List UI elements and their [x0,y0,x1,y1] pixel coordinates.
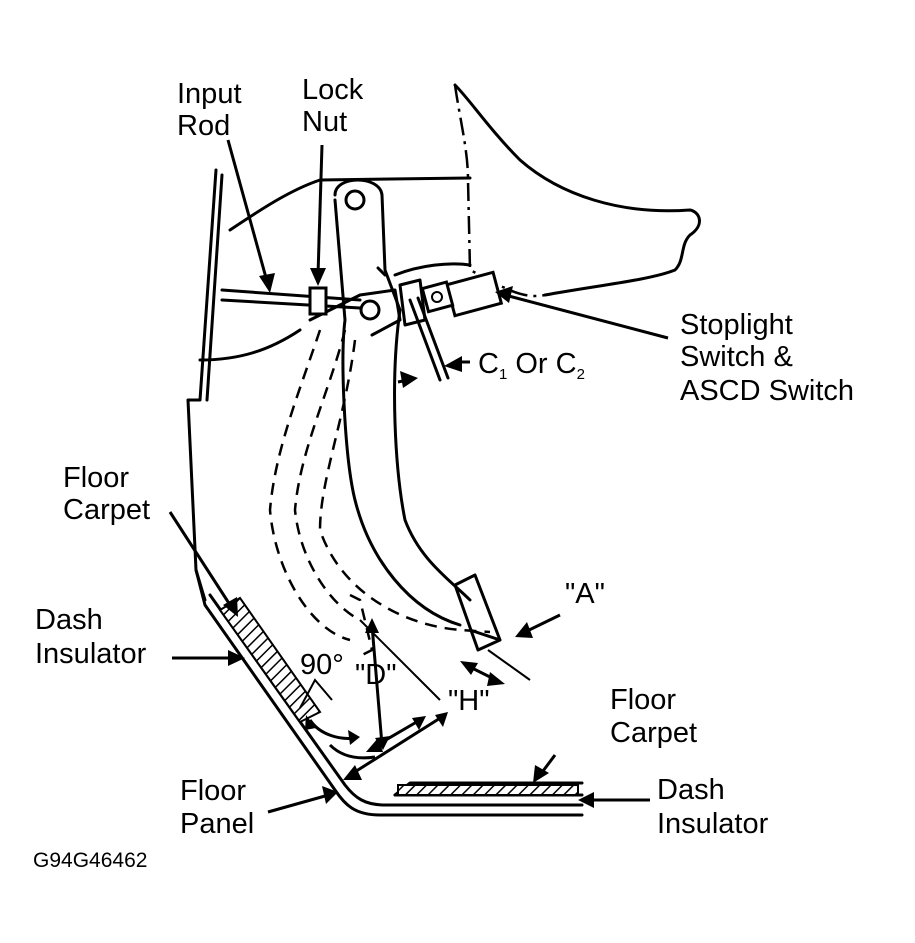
svg-text:Floor: Floor [610,684,676,716]
label-dash-insulator-right: Dash Insulator [657,774,769,840]
label-floor-carpet-upper: Floor Carpet [63,462,150,526]
svg-text:Carpet: Carpet [610,717,697,749]
label-dim-a: "A" [565,578,605,610]
pedal-alternate-position [268,329,491,657]
floor-panel [194,568,584,817]
svg-text:Lock: Lock [302,74,364,106]
stoplight-switch [376,262,504,382]
label-input-rod: Input Rod [177,78,242,142]
label-stoplight-switch: Stoplight Switch & ASCD Switch [680,309,854,407]
leader-arrows [168,139,669,814]
figure-code: G94G46462 [33,849,147,872]
svg-text:Rod: Rod [177,110,230,142]
svg-text:Switch &: Switch & [680,341,793,373]
label-dim-d: "D" [355,659,397,691]
svg-text:Insulator: Insulator [35,638,147,670]
svg-text:Floor: Floor [180,775,246,807]
svg-text:Input: Input [177,78,242,110]
svg-text:Dash: Dash [35,604,103,636]
label-angle: 90° [300,649,344,681]
label-floor-panel: Floor Panel [180,775,254,840]
label-dim-h: "H" [448,685,490,717]
label-lock-nut: Lock Nut [302,74,364,138]
svg-text:Nut: Nut [302,106,347,138]
brake-pedal [308,178,502,652]
dash-outline [186,83,701,602]
dimension-lines [299,618,531,780]
svg-text:Panel: Panel [180,808,254,840]
input-rod [220,286,362,316]
svg-text:Dash: Dash [657,774,725,806]
label-clearance: C1 Or C2 [478,348,585,383]
label-dash-insulator-left: Dash Insulator [35,604,147,670]
svg-text:Insulator: Insulator [657,808,769,840]
svg-text:ASCD Switch: ASCD Switch [680,375,854,407]
svg-text:Floor: Floor [63,462,129,494]
svg-text:Carpet: Carpet [63,494,150,526]
label-floor-carpet-lower: Floor Carpet [610,684,697,749]
svg-text:Stoplight: Stoplight [680,309,793,341]
